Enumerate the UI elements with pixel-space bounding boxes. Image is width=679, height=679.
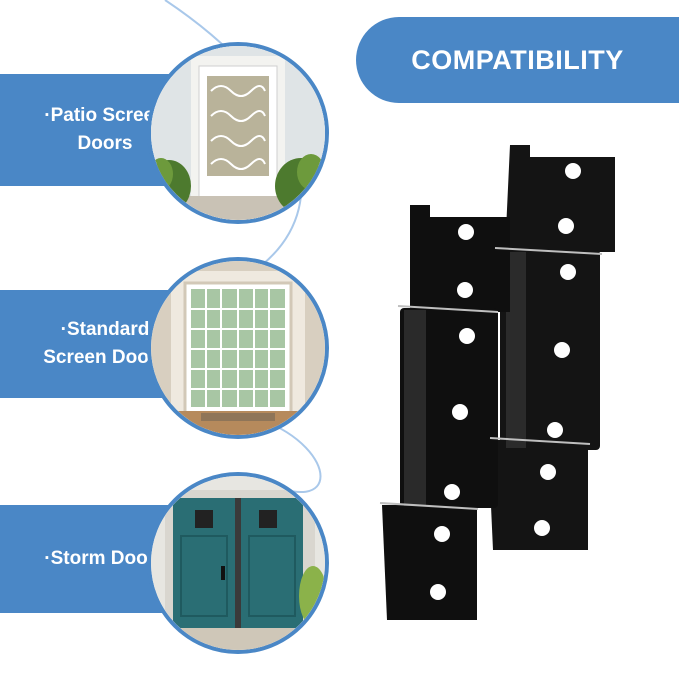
banner-label-line: Doors (77, 133, 133, 154)
compatibility-title: COMPATIBILITY (411, 44, 624, 75)
banner-label-line: ·Storm Doors (44, 548, 166, 569)
banner-label-line: ·Patio Screen (44, 105, 166, 126)
compatibility-banner: COMPATIBILITY (356, 17, 679, 103)
banner-label-line: ·Standard (60, 319, 150, 340)
black-door-hinge-pair (379, 145, 615, 620)
banner-label-line: Screen Doors (43, 347, 167, 368)
storm-door-photo (147, 472, 329, 654)
patio-screen-door-photo (147, 42, 329, 224)
standard-french-door-photo (147, 257, 329, 439)
